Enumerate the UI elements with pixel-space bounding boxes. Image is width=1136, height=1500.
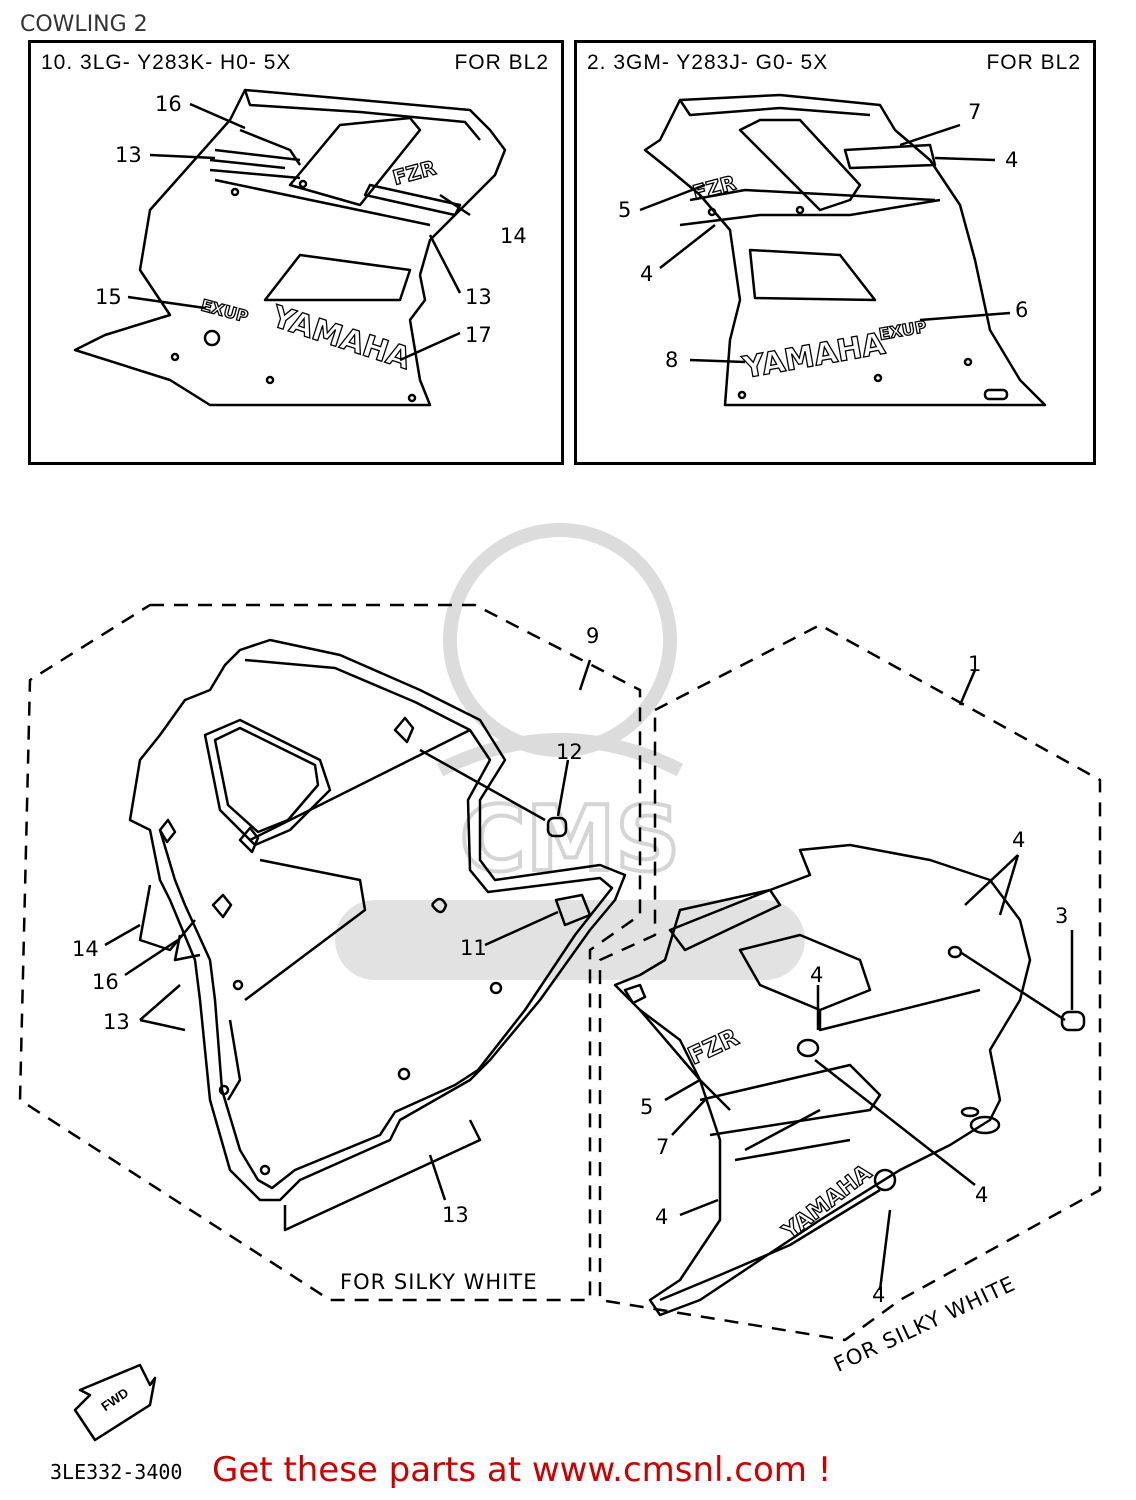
fairing-left-variant xyxy=(73,88,507,407)
exup-decal-left: EXUP xyxy=(199,296,251,327)
callout: 5 xyxy=(618,198,632,222)
fzr-decal-right: FZR xyxy=(690,170,738,204)
fzr-decal-main: FZR xyxy=(684,1023,743,1070)
yamaha-decal-right: YAMAHA xyxy=(739,326,888,386)
callout: 7 xyxy=(968,100,982,124)
callout: 16 xyxy=(155,92,182,116)
callout: 3 xyxy=(1055,904,1069,928)
silky-white-note-left: FOR SILKY WHITE xyxy=(340,1270,538,1294)
callout: 17 xyxy=(465,323,492,347)
callout: 11 xyxy=(460,936,487,960)
svg-text:CMS: CMS xyxy=(460,787,680,892)
callout: 6 xyxy=(1015,298,1029,322)
yamaha-decal-main: YAMAHA xyxy=(778,1160,877,1245)
callout: 4 xyxy=(1012,828,1026,852)
callout: 4 xyxy=(1005,148,1019,172)
panel-part-code: 2. 3GM- Y283J- G0- 5X xyxy=(587,51,829,74)
callout: 14 xyxy=(500,224,527,248)
callout: 8 xyxy=(665,348,679,372)
callout: 5 xyxy=(640,1095,654,1119)
callout: 12 xyxy=(556,740,583,764)
page-title: COWLING 2 xyxy=(20,12,148,37)
cta-link[interactable]: Get these parts at www.cmsnl.com ! xyxy=(212,1450,832,1490)
main-cowling-left xyxy=(128,638,627,1232)
fairing-right-variant xyxy=(643,93,1047,407)
callout: 4 xyxy=(872,1283,886,1307)
callout: 9 xyxy=(586,624,600,648)
main-cowling-right xyxy=(613,843,1086,1317)
callout: 1 xyxy=(968,652,982,676)
exup-decal-right: EXUP xyxy=(877,317,928,344)
callout: 16 xyxy=(92,970,119,994)
diagram-ref-code: 3LE332-3400 xyxy=(50,1460,183,1484)
callout: 13 xyxy=(115,143,142,167)
callout: 13 xyxy=(442,1203,469,1227)
panel-part-code: 10. 3LG- Y283K- H0- 5X xyxy=(41,51,292,74)
callout: 14 xyxy=(72,937,99,961)
callout: 4 xyxy=(655,1205,669,1229)
panel-model-tag: FOR BL2 xyxy=(986,51,1081,74)
callout: 15 xyxy=(95,285,122,309)
callout: 4 xyxy=(640,262,654,286)
fzr-decal-left: FZR xyxy=(390,155,438,189)
callout: 4 xyxy=(975,1183,989,1207)
variant-panel-left: 10. 3LG- Y283K- H0- 5X FOR BL2 xyxy=(28,40,564,465)
callout: 13 xyxy=(103,1010,130,1034)
yamaha-decal-left: YAMAHA xyxy=(267,299,416,377)
callout: 4 xyxy=(810,963,824,987)
variant-panel-right: 2. 3GM- Y283J- G0- 5X FOR BL2 xyxy=(574,40,1096,465)
callout: 7 xyxy=(656,1135,670,1159)
panel-model-tag: FOR BL2 xyxy=(454,51,549,74)
callout: 13 xyxy=(465,285,492,309)
